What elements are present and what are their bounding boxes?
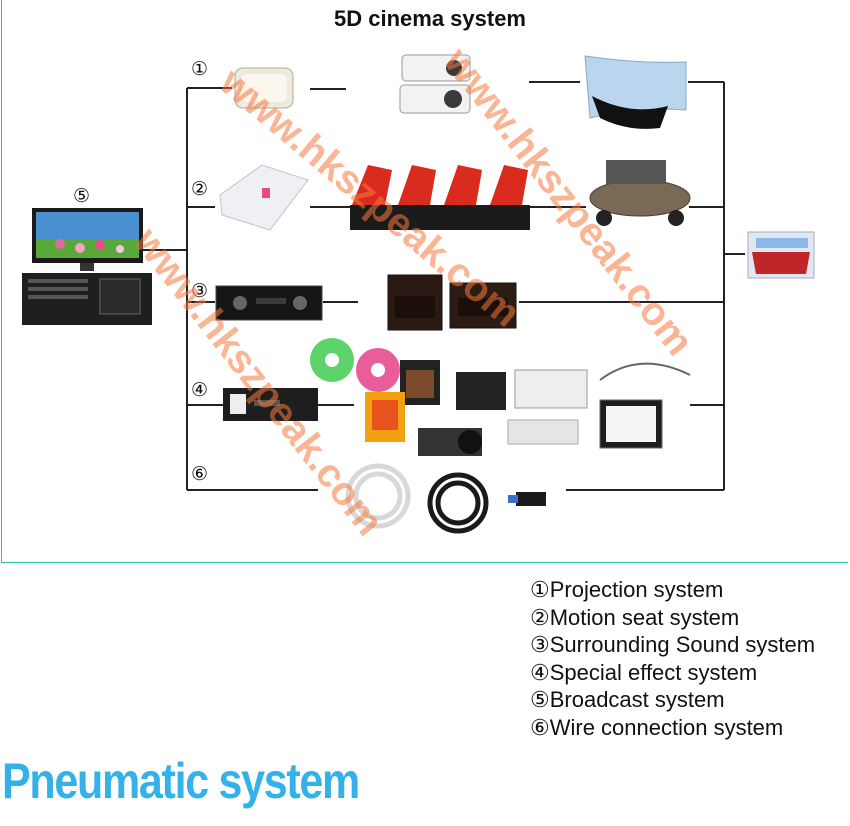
diagram-frame: [1, 0, 848, 563]
legend-item-projection: ①Projection system: [530, 577, 724, 602]
marker-projection: ①: [191, 58, 209, 80]
screen-and-3d-glasses-icon: [584, 55, 687, 129]
system-diagram: [22, 54, 815, 534]
marker-sound: ③: [191, 280, 209, 302]
projector-icon: [399, 54, 471, 114]
footer-title: Pneumatic system: [2, 753, 360, 809]
diagram-title: 5D cinema system: [334, 6, 526, 31]
seat-controller-icon: [219, 164, 309, 231]
marker-motion: ②: [191, 178, 209, 200]
legend-item-sound: ③Surrounding Sound system: [530, 632, 816, 657]
legend-item-broadcast: ⑤Broadcast system: [530, 687, 725, 712]
speakers-icon: [387, 274, 517, 331]
amplifier-icon: [215, 285, 323, 321]
legend-item-wire: ⑥Wire connection system: [530, 714, 784, 740]
effect-controller-icon: [223, 388, 318, 421]
marker-wire: ⑥: [191, 463, 209, 485]
connector-lines: [140, 81, 745, 491]
legend-item-effect: ④Special effect system: [530, 659, 758, 685]
motion-seats-icon: [350, 165, 530, 230]
legend-item-motion: ②Motion seat system: [530, 604, 740, 630]
cinema-hall-icon: [747, 231, 815, 279]
media-server-icon: [234, 67, 294, 109]
legend: ①Projection system ②Motion seat system ③…: [530, 576, 815, 741]
broadcast-computer-icon: [22, 208, 152, 325]
marker-broadcast: ⑤: [73, 185, 91, 207]
air-compressor-icon: [589, 160, 691, 226]
effect-devices-icon: [310, 338, 691, 456]
air-hose-icon: [345, 463, 546, 534]
marker-effect: ④: [191, 379, 209, 401]
